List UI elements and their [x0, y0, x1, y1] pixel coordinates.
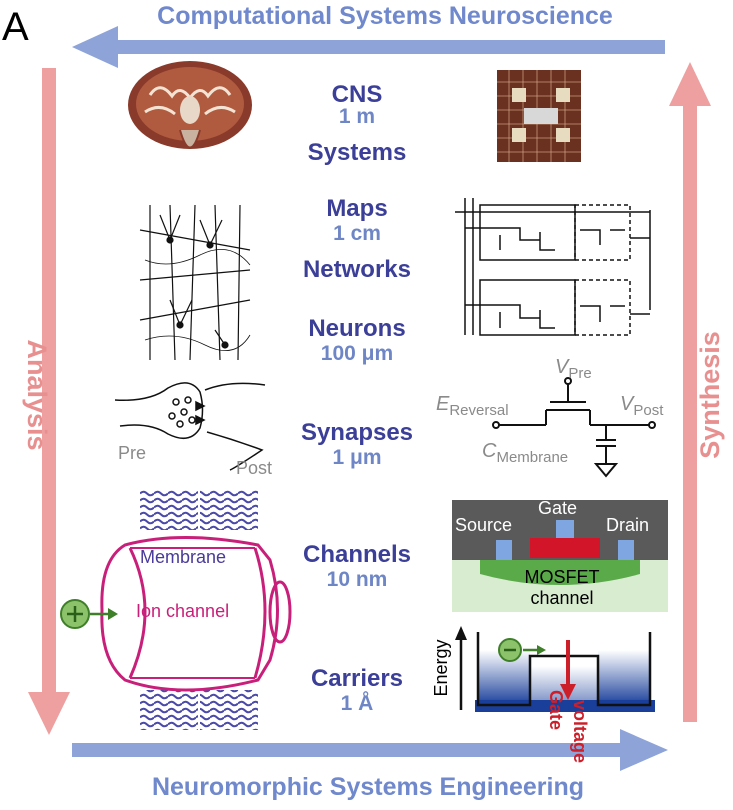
e-rev-subscript: Reversal — [449, 402, 508, 419]
scale-label: Networks — [303, 256, 411, 283]
v-post-symbol: V — [620, 393, 635, 415]
mosfet-channel-label: channel — [530, 588, 593, 608]
mosfet-cross-section — [452, 500, 668, 612]
energy-diagram — [455, 626, 655, 712]
scale-neurons: Neurons 100 μm — [308, 315, 405, 365]
positive-ion-icon — [60, 599, 118, 629]
scale-size: 1 Å — [341, 691, 374, 715]
scale-label: Carriers — [311, 665, 403, 692]
v-pre-subscript: Pre — [568, 365, 591, 382]
scale-channels: Channels 10 nm — [303, 541, 411, 591]
scale-synapses: Synapses 1 μm — [301, 419, 413, 469]
scale-size: 1 μm — [332, 446, 381, 469]
c-mem-subscript: Membrane — [496, 449, 568, 466]
v-pre-symbol: V — [555, 356, 570, 378]
scale-size: 100 μm — [321, 342, 393, 365]
scale-label: CNS — [332, 81, 383, 108]
synapse-pre-label: Pre — [118, 443, 146, 463]
membrane-label: Membrane — [140, 547, 226, 567]
neuron-drawing-image — [135, 202, 253, 362]
scale-maps: Maps 1 cm Networks — [303, 195, 411, 283]
v-post-label: VPost — [620, 393, 664, 419]
voltage-label: voltage — [570, 700, 590, 763]
scale-carriers: Carriers 1 Å — [311, 665, 403, 715]
mosfet-drain-label: Drain — [606, 515, 649, 535]
scale-label: Systems — [308, 139, 407, 166]
bottom-arrow — [72, 729, 668, 771]
network-circuit-image — [455, 198, 651, 336]
scale-label: Maps — [326, 195, 387, 222]
v-post-subscript: Post — [633, 402, 664, 419]
c-mem-symbol: C — [482, 440, 497, 462]
energy-axis-label: Energy — [431, 639, 451, 696]
right-arrow — [669, 62, 711, 722]
v-pre-label: VPre — [555, 356, 592, 382]
membrane-bilayer — [140, 490, 258, 730]
panel-letter: A — [2, 5, 29, 49]
e-rev-symbol: E — [436, 393, 450, 415]
left-arrow — [28, 68, 70, 735]
gate-label: Gate — [546, 690, 566, 730]
scale-label: Synapses — [301, 419, 413, 446]
synapse-circuit — [492, 377, 656, 478]
mosfet-gate-label: Gate — [538, 498, 577, 518]
scale-cns: CNS 1 m Systems — [308, 81, 407, 166]
chip-die-image — [497, 70, 581, 162]
synapse-post-label: Post — [236, 458, 272, 478]
scale-size: 1 m — [339, 105, 375, 128]
top-title: Computational Systems Neuroscience — [157, 2, 613, 30]
mosfet-label: MOSFET — [525, 567, 600, 587]
scale-label: Channels — [303, 541, 411, 568]
ion-channel-shape — [100, 536, 292, 692]
e-reversal-label: EReversal — [436, 393, 509, 419]
ion-channel-label: Ion channel — [136, 601, 229, 621]
scale-size: 10 nm — [327, 568, 388, 591]
c-membrane-label: CMembrane — [482, 440, 568, 466]
brain-slice-image — [128, 61, 252, 149]
bottom-title: Neuromorphic Systems Engineering — [152, 773, 584, 801]
top-arrow — [72, 26, 665, 68]
synapse-drawing-image — [114, 382, 266, 471]
scale-label: Neurons — [308, 315, 405, 342]
right-label: Synthesis — [695, 331, 725, 459]
scale-size: 1 cm — [333, 222, 381, 245]
negative-carrier-icon — [498, 638, 546, 662]
mosfet-source-label: Source — [455, 515, 512, 535]
left-label: Analysis — [22, 339, 52, 450]
